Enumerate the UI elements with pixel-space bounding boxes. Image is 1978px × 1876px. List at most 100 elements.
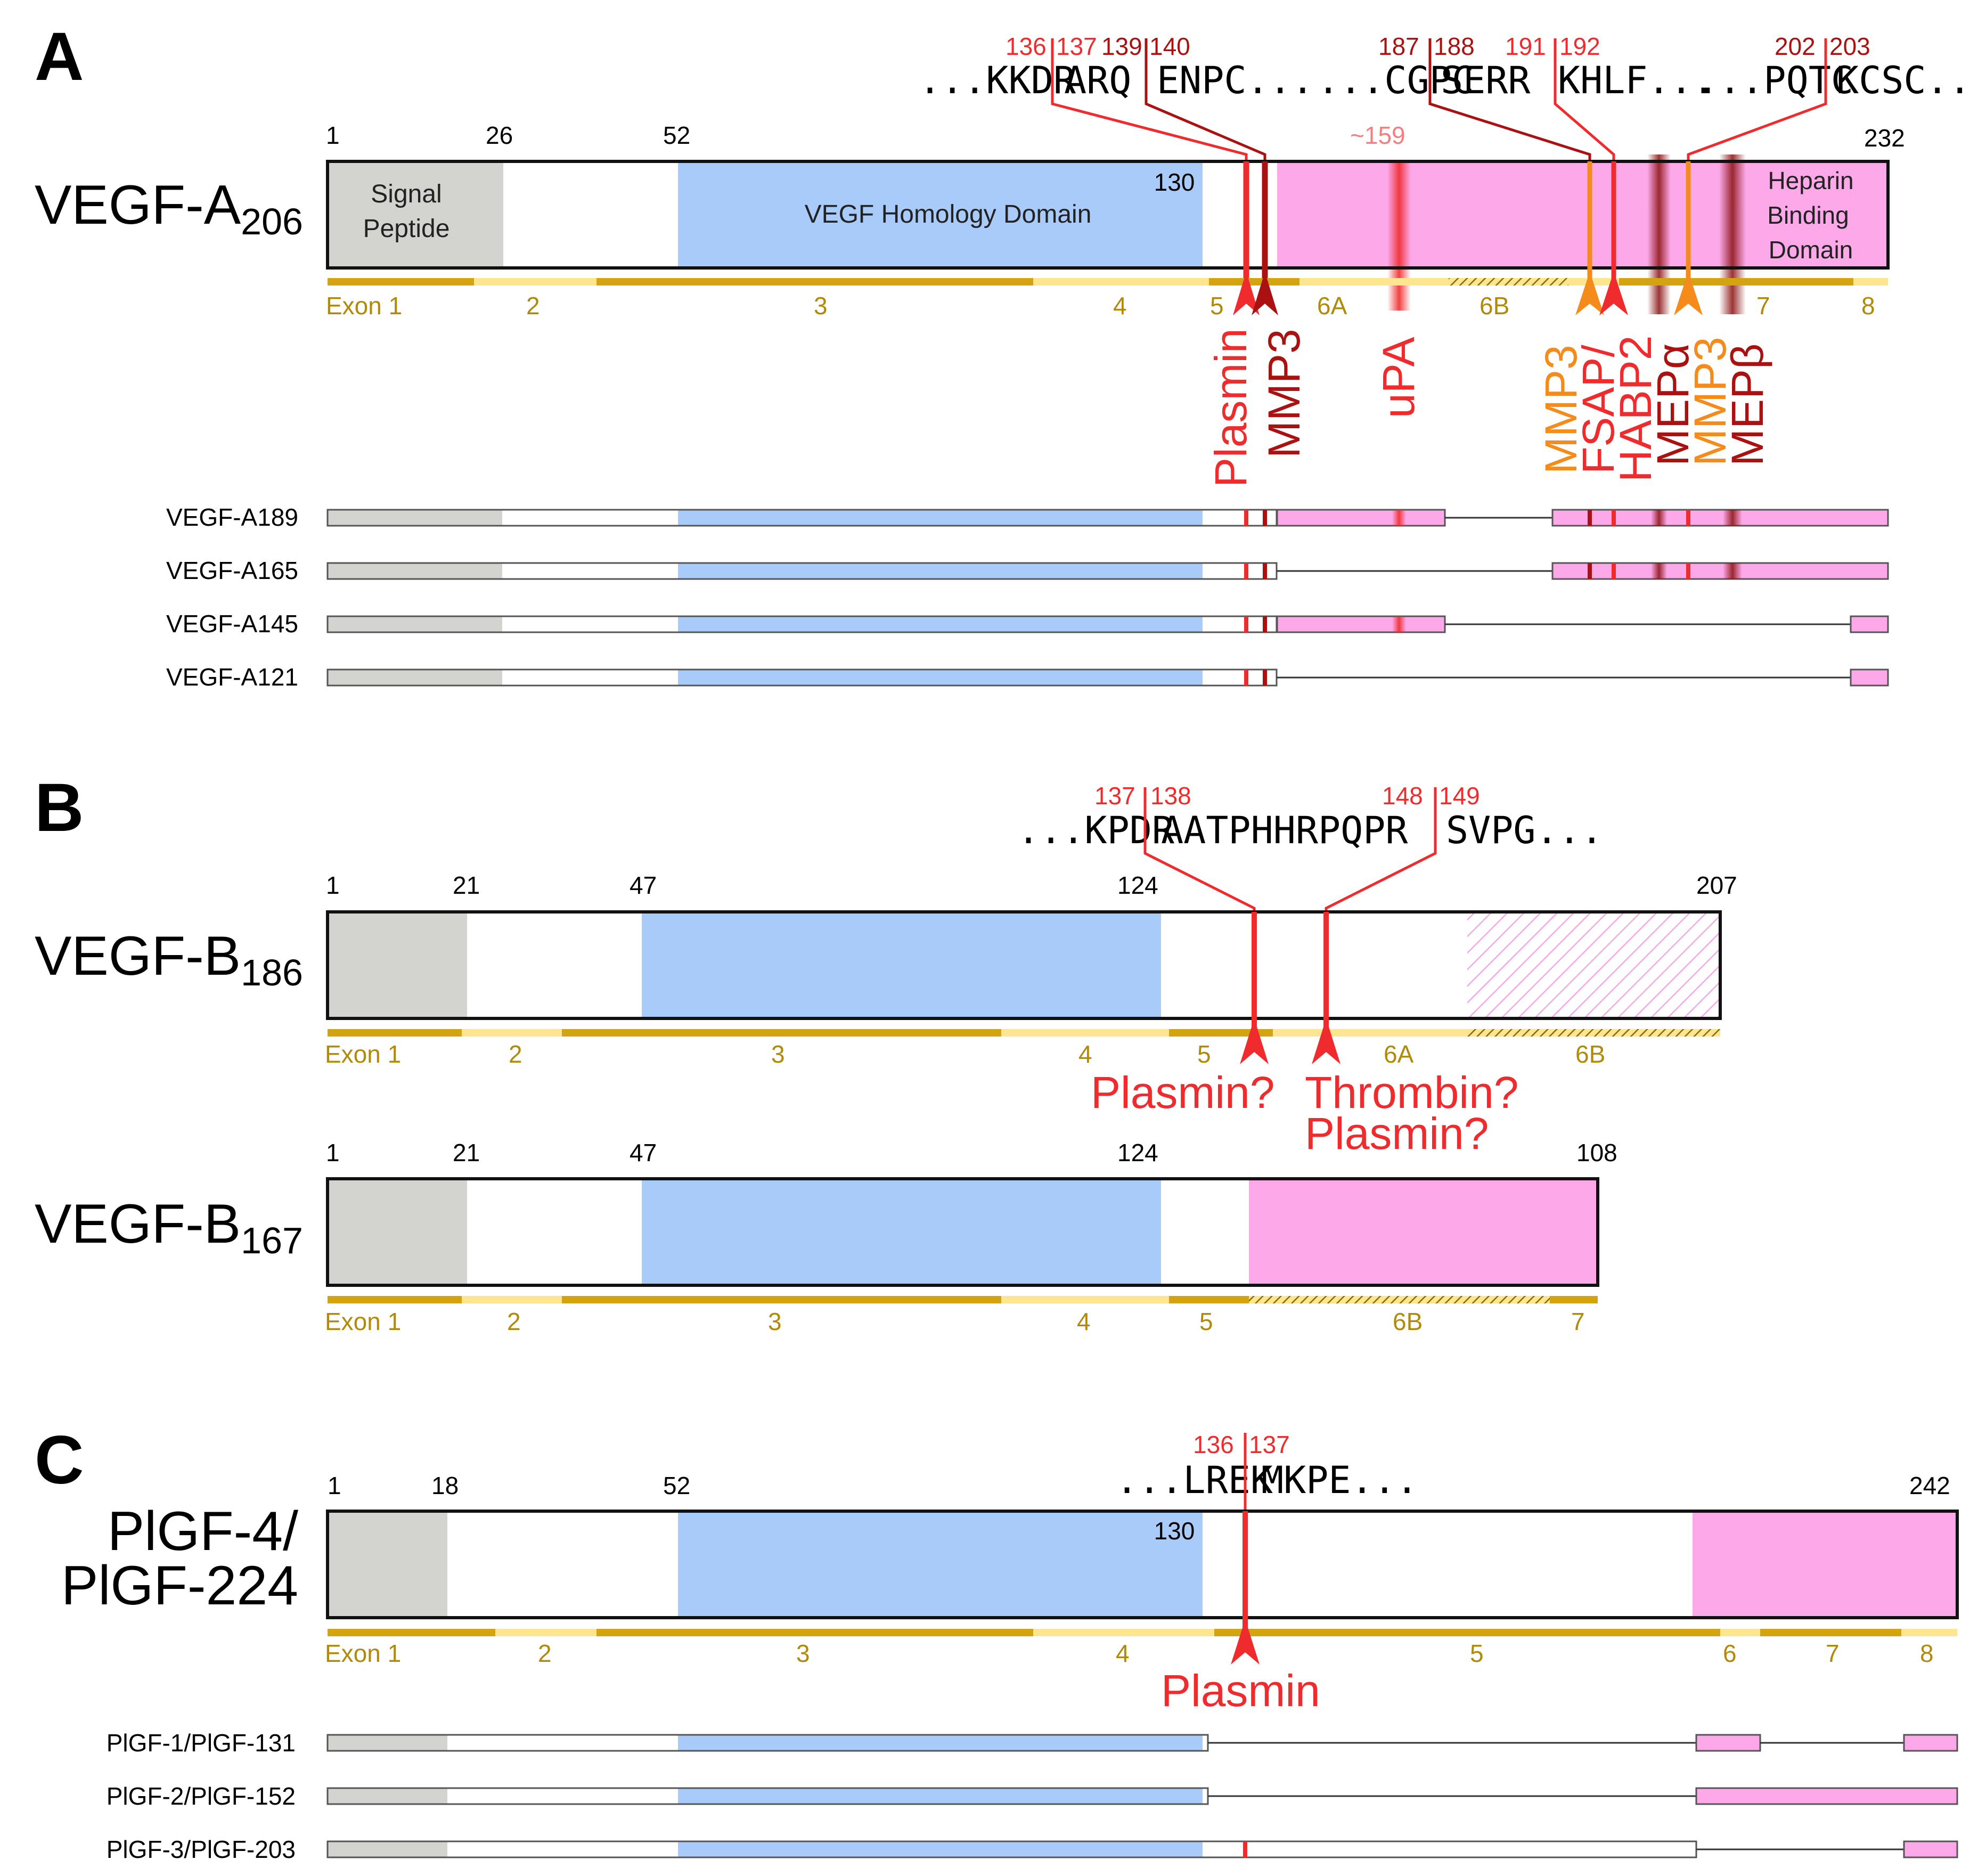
domain-b186-vhd	[642, 912, 1161, 1018]
exon-c-4: 4	[1116, 1640, 1130, 1667]
site-192: 192	[1559, 32, 1600, 60]
label-upa: uPA	[1374, 337, 1424, 418]
exon-c-6: 6	[1723, 1640, 1737, 1667]
panel-a: A ...KKDR ARQ ENPC... ...CGPC SERR KHLF.…	[35, 19, 1978, 691]
domain-b167-heparin	[1249, 1179, 1598, 1285]
isoform-plgf1: PlGF-1/PlGF-131	[107, 1729, 296, 1757]
bar-vegf-a145	[326, 615, 1889, 633]
exon-b186-2: 2	[509, 1040, 522, 1068]
site-191: 191	[1505, 32, 1546, 60]
bar-plgf3	[326, 1840, 1958, 1858]
site-187: 187	[1378, 32, 1419, 60]
panel-b: B ...KPDR AATPHHRPQPR SVPG... 137 138 14…	[35, 770, 1737, 1335]
label-mmp3-3: MMP3	[1685, 337, 1735, 466]
pos-b167-124: 124	[1117, 1139, 1158, 1167]
exon-a-2: 2	[526, 292, 540, 320]
sequence-c: ...LREK MKPE...	[1116, 1458, 1418, 1502]
pos-b186-1: 1	[326, 871, 340, 899]
exon-c-2: 2	[538, 1640, 552, 1667]
hbd-label-2: Binding	[1767, 201, 1849, 229]
seq-aatphh: AATPHHRPQPR	[1161, 809, 1408, 852]
site-numbers-a: 136 137 139 140 187 188 191 192 202 203	[1006, 32, 1870, 60]
site-188: 188	[1434, 32, 1475, 60]
seq-cgpc: ...CGPC	[1317, 59, 1474, 102]
mmp3-arrow	[1252, 272, 1278, 315]
isoforms-c: PlGF-1/PlGF-131 PlGF-2/PlGF-152 PlGF-3/P…	[107, 1729, 1958, 1863]
domain-b167-signal	[328, 1179, 467, 1285]
pos-130: 130	[1154, 168, 1195, 196]
pos-52: 52	[663, 121, 690, 149]
bar-vegf-a165	[326, 562, 1889, 580]
bar-plgf2	[326, 1787, 1958, 1805]
isoform-vegf-a189: VEGF-A189	[166, 503, 298, 531]
site-b-137: 137	[1094, 782, 1135, 810]
site-b-148: 148	[1382, 782, 1423, 810]
plgf4-name-2: PlGF-224	[61, 1555, 298, 1617]
label-b-thrombin-q: Thrombin?	[1305, 1067, 1519, 1118]
vegf-b167-bar	[326, 1177, 1599, 1287]
exon-a-5: 5	[1210, 292, 1224, 320]
bar-vegf-a121	[326, 668, 1889, 687]
exon-bar-c	[328, 1629, 1957, 1636]
positions-c: 1 18 52 242	[328, 1472, 1950, 1499]
vhd-label: VEGF Homology Domain	[805, 200, 1092, 229]
isoform-vegf-a121: VEGF-A121	[166, 663, 298, 691]
label-b-plasmin-q2: Plasmin?	[1305, 1108, 1489, 1159]
exon-b167-7: 7	[1571, 1308, 1585, 1335]
pos-c-18: 18	[431, 1472, 459, 1499]
plasmin-arrow	[1233, 272, 1260, 315]
connector-148-149	[1325, 787, 1437, 912]
positions-b167: 1 21 47 124 108	[326, 1139, 1617, 1167]
domain-labels-a: Signal Peptide VEGF Homology Domain 130 …	[363, 167, 1854, 264]
pos-c-130: 130	[1154, 1517, 1195, 1545]
seq-khlf: KHLF...	[1558, 59, 1715, 102]
exon-b186-6a: 6A	[1384, 1040, 1414, 1068]
seq-mkpe: MKPE...	[1261, 1458, 1418, 1502]
site-b-149: 149	[1439, 782, 1480, 810]
exon-bar-a	[328, 278, 1888, 286]
connector-137-138	[1143, 787, 1256, 912]
pos-b167-47: 47	[630, 1139, 657, 1167]
exon-c-5: 5	[1470, 1640, 1484, 1667]
exon-labels-b186: Exon 1 2 3 4 5 6A 6B	[325, 1040, 1605, 1068]
upa-site-marker	[1387, 161, 1411, 311]
exon-a-7: 7	[1756, 292, 1770, 320]
label-c-plasmin: Plasmin	[1161, 1666, 1320, 1716]
site-136: 136	[1006, 32, 1047, 60]
exon-labels-c: Exon 1 2 3 4 5 6 7 8	[325, 1640, 1934, 1667]
vegf-b167-name: VEGF-B167	[35, 1193, 303, 1261]
exon-labels-a: Exon 1 2 3 4 5 6A 6B 7 8	[326, 292, 1875, 320]
pos-b186-21: 21	[453, 871, 480, 899]
isoform-vegf-a145: VEGF-A145	[166, 610, 298, 638]
pos-b186-207: 207	[1696, 871, 1737, 899]
hbd-label-3: Domain	[1769, 236, 1853, 264]
label-fsap: FSAP/	[1573, 345, 1623, 474]
exon-a-1: Exon 1	[326, 292, 402, 320]
cleavage-connectors-b	[1143, 787, 1437, 912]
exon-c-7: 7	[1826, 1640, 1840, 1667]
fsap-arrow	[1599, 272, 1628, 315]
exon-b167-1: Exon 1	[325, 1308, 401, 1335]
positions-b186: 1 21 47 124 207	[326, 871, 1737, 899]
vegf-a206-name: VEGF-A206	[35, 174, 303, 242]
mepa-site-marker	[1647, 154, 1671, 314]
pos-b167-1: 1	[326, 1139, 340, 1167]
site-202: 202	[1775, 32, 1816, 60]
site-203: 203	[1829, 32, 1870, 60]
exon-b186-6b: 6B	[1575, 1040, 1605, 1068]
exon-a-6b: 6B	[1480, 292, 1509, 320]
exon-b186-3: 3	[771, 1040, 785, 1068]
exon-b167-4: 4	[1077, 1308, 1091, 1335]
exon-a-6a: 6A	[1317, 292, 1347, 320]
label-mmp3-2: MMP3	[1536, 345, 1586, 474]
exon-a-4: 4	[1113, 292, 1127, 320]
signal-label-2: Peptide	[363, 215, 450, 243]
protease-labels-b: Plasmin? Thrombin? Plasmin?	[1091, 1067, 1519, 1159]
exon-b186-4: 4	[1078, 1040, 1092, 1068]
domain-signal-peptide	[328, 161, 503, 268]
seq-enpc: ENPC...	[1157, 59, 1314, 102]
seq-serr: SERR	[1441, 59, 1531, 102]
pos-b167-108: 108	[1576, 1139, 1617, 1167]
domain-b186-signal	[328, 912, 467, 1018]
panel-letter-a: A	[35, 19, 84, 95]
